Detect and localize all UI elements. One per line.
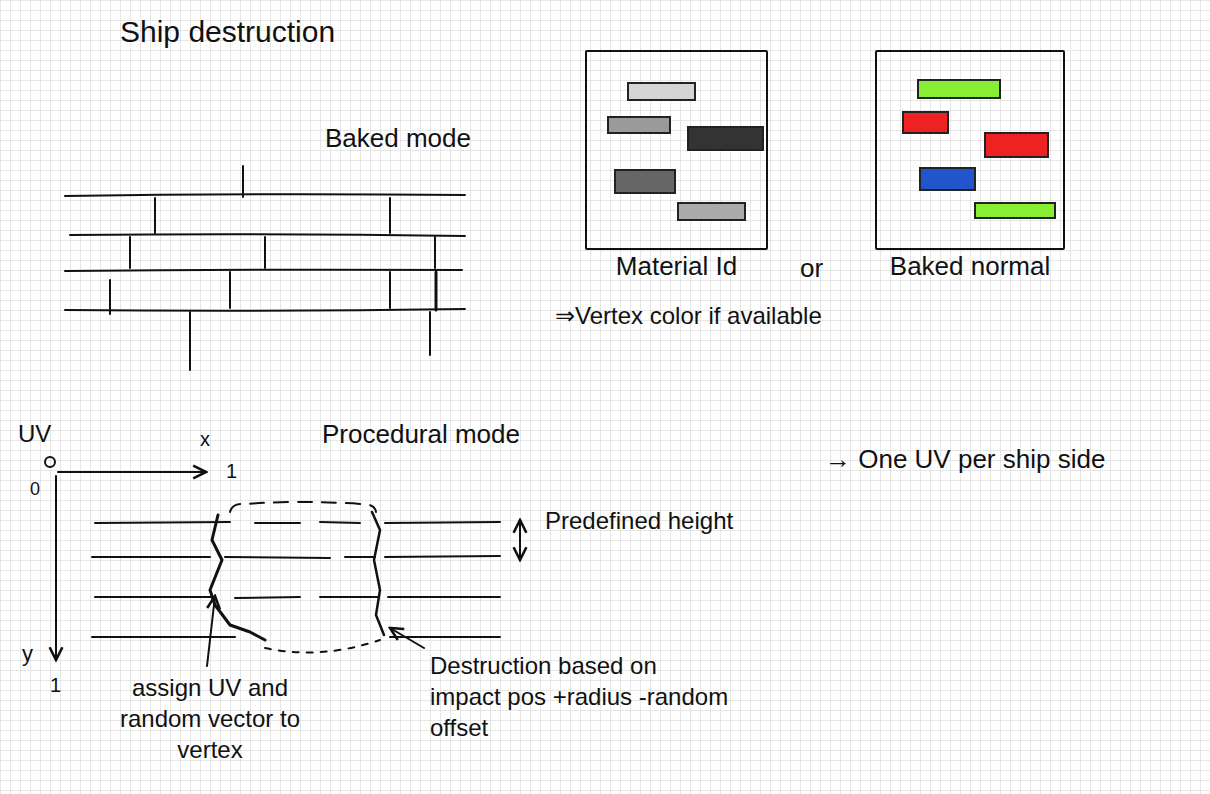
material-id-bars [608, 83, 763, 220]
axis-origin: 0 [30, 478, 40, 501]
axis-name: y [22, 640, 33, 669]
baked-normal-bars [903, 80, 1055, 218]
connector-word: or [800, 252, 823, 286]
box-caption: Material Id [616, 250, 737, 284]
axis-end: 1 [226, 458, 237, 484]
section-heading: Baked mode [325, 122, 471, 156]
axis-name: x [200, 426, 210, 452]
uv-axes [45, 457, 206, 660]
procedural-planks [92, 502, 520, 666]
section-heading: Procedural mode [322, 418, 520, 452]
callout-note: assign UV and random vector to vertex [95, 672, 325, 766]
dimension-note: Predefined height [545, 505, 733, 536]
callout-note: Destruction based on impact pos +radius … [430, 650, 730, 744]
note: → One UV per ship side [825, 443, 1105, 477]
note: ⇒Vertex color if available [555, 300, 822, 331]
brick-wall [65, 166, 465, 370]
baked-normal-box: Baked normal [875, 50, 1065, 250]
axis-title: UV [18, 418, 51, 449]
sketch-title: Ship destruction [120, 12, 335, 51]
material-id-box: Material Id [585, 50, 768, 250]
box-caption: Baked normal [890, 250, 1050, 284]
axis-end: 1 [50, 672, 61, 698]
